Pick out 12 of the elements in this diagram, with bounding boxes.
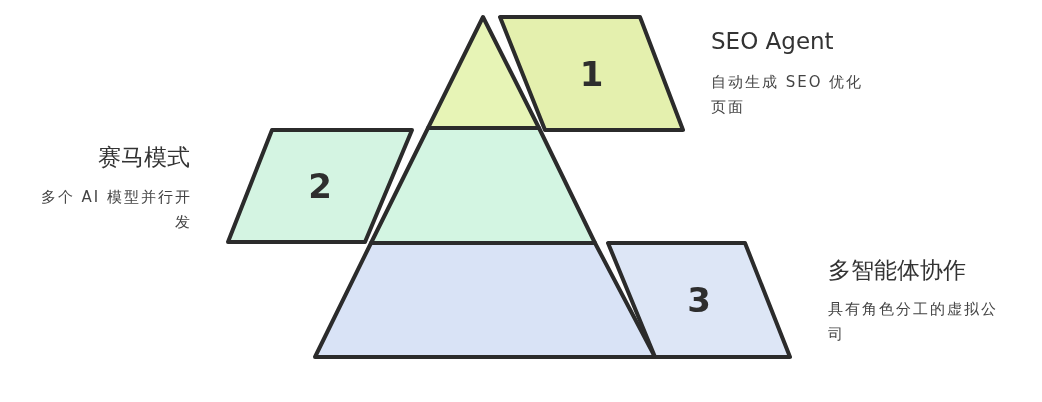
numbered-parallelogram: 2 (228, 130, 412, 242)
numbered-parallelogram: 1 (500, 17, 683, 130)
step-description: 具有角色分工的虚拟公司 (828, 299, 999, 345)
step-description: 自动生成 SEO 优化页面 (711, 72, 865, 118)
pyramid-band (315, 243, 655, 357)
step-description: 多个 AI 模型并行开发 (39, 187, 192, 233)
step-heading: SEO Agent (711, 28, 835, 54)
step-heading: 多智能体协作 (828, 256, 967, 285)
pyramid-top (428, 17, 539, 128)
step-heading: 赛马模式 (97, 143, 190, 172)
numbered-parallelogram: 3 (608, 243, 790, 357)
pyramid-band (371, 128, 595, 243)
